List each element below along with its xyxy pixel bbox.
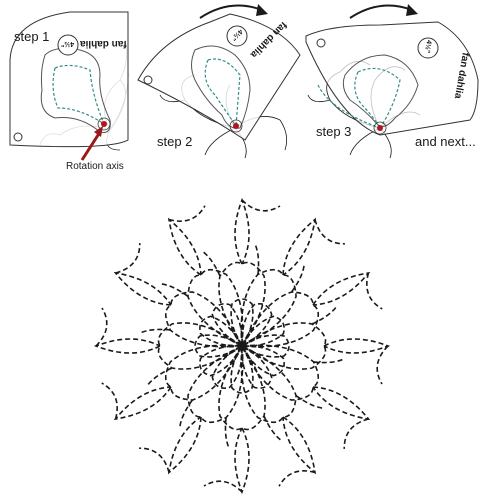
size-badge: [226, 25, 248, 47]
petal-stitch-line: [323, 338, 391, 354]
center-star-ray: [241, 343, 248, 347]
petal-stitch-line: [282, 217, 317, 276]
guide-dashes: [357, 67, 401, 129]
fan-template-shape: [137, 13, 301, 141]
petal-motif: [113, 243, 243, 348]
step-1-label: step 1: [14, 29, 50, 44]
template-hole: [316, 38, 326, 48]
petal-motif: [240, 217, 345, 347]
size-badge: [57, 34, 79, 56]
petal-stitch-line: [101, 382, 118, 420]
petal-stitch-line: [312, 386, 371, 421]
petal-stitch-line: [278, 470, 316, 487]
petal-stitch-line: [224, 417, 230, 449]
petal-stitch-line: [234, 427, 250, 495]
petal-motif: [203, 345, 283, 495]
guide-dashes: [54, 64, 105, 125]
template-panel-step-2: [137, 4, 301, 159]
petal-motif: [159, 205, 244, 347]
petal-stitch-line: [159, 282, 189, 298]
template-hole: [143, 75, 153, 85]
petal-stitch-line: [241, 291, 320, 348]
petal-stitch-line: [115, 243, 141, 274]
petal-stitch-line: [343, 418, 369, 449]
rotate-arrowhead: [256, 4, 268, 16]
rotation-axis-label: Rotation axis: [66, 161, 124, 172]
brand-label-1: fan dahlia: [80, 38, 127, 49]
petal-motif: [93, 307, 243, 387]
guide-dashes-prev: [317, 84, 381, 129]
petal-motif: [241, 344, 371, 449]
step-3-label: step 3: [316, 124, 352, 139]
petal-stitch-line: [139, 447, 170, 473]
pivot-point: [377, 125, 383, 131]
step-2-label: step 2: [157, 134, 193, 149]
guide-dashes-inner: [354, 71, 381, 129]
petal-stitch-line: [311, 305, 338, 325]
petal-motif: [240, 345, 325, 487]
dahlia-quilting-pattern: [93, 197, 391, 495]
template-cutout: [342, 54, 419, 127]
petal-stitch-line: [234, 197, 250, 265]
petal-stitch-line: [178, 399, 194, 429]
pivot-ring: [229, 119, 243, 133]
petal-stitch-line: [282, 416, 317, 475]
petal-stitch-line: [240, 345, 297, 424]
rotate-arrowhead: [406, 4, 418, 16]
petal-stitch-line: [295, 394, 325, 410]
guide-dashes-inner: [52, 67, 105, 125]
petal-stitch-line: [113, 271, 172, 306]
petal-stitch-line: [95, 307, 108, 347]
petal-stitch-line: [167, 217, 202, 276]
petal-stitch-line: [313, 358, 345, 364]
size-badge: [417, 37, 439, 59]
template-cutout: [191, 45, 251, 129]
petal-motif: [241, 263, 383, 348]
template-cutout: [40, 47, 111, 133]
petal-stitch-line: [366, 272, 383, 310]
fan-template-shape: [9, 11, 129, 148]
petal-stitch-line: [139, 328, 171, 334]
petal-stitch-line: [312, 271, 371, 306]
petal-stitch-line: [290, 263, 306, 293]
petal-stitch-line: [376, 345, 389, 385]
petal-motif: [101, 344, 243, 429]
petal-stitch-line: [167, 416, 202, 475]
petal-stitch-line: [168, 205, 206, 222]
template-panel-step-1: [9, 11, 129, 161]
guide-dashes: [207, 58, 241, 127]
rotate-arrow: [199, 4, 263, 19]
template-panel-step-3: [305, 4, 479, 159]
petal-stitch-line: [263, 415, 283, 442]
petal-stitch-line: [314, 219, 345, 245]
petal-stitch-line: [164, 344, 243, 401]
petal-stitch-line: [146, 367, 173, 387]
petal-stitch-line: [201, 250, 221, 277]
pivot-point: [233, 123, 239, 129]
pivot-point: [101, 121, 107, 127]
size-badge-text-1: 4½": [61, 40, 75, 47]
template-hole: [13, 132, 23, 142]
and-next-label: and next...: [415, 134, 476, 149]
petal-motif: [139, 345, 244, 475]
pattern-center-star: [236, 340, 248, 352]
guide-dashes-inner: [204, 59, 237, 127]
petal-stitch-line: [203, 480, 243, 493]
pivot-ring: [97, 117, 111, 131]
fan-template-shape: [305, 21, 479, 136]
rotate-arrow: [349, 4, 413, 19]
petal-motif: [241, 305, 391, 385]
petal-stitch-line: [254, 243, 260, 275]
petal-stitch-line: [113, 386, 172, 421]
petal-motif: [201, 197, 281, 347]
petal-stitch-line: [187, 268, 244, 347]
petal-stitch-line: [241, 199, 281, 212]
rotation-axis-arrowhead: [94, 126, 103, 137]
pivot-ring: [373, 121, 387, 135]
rotation-axis-arrow: [80, 131, 102, 161]
petal-stitch-line: [93, 338, 161, 354]
